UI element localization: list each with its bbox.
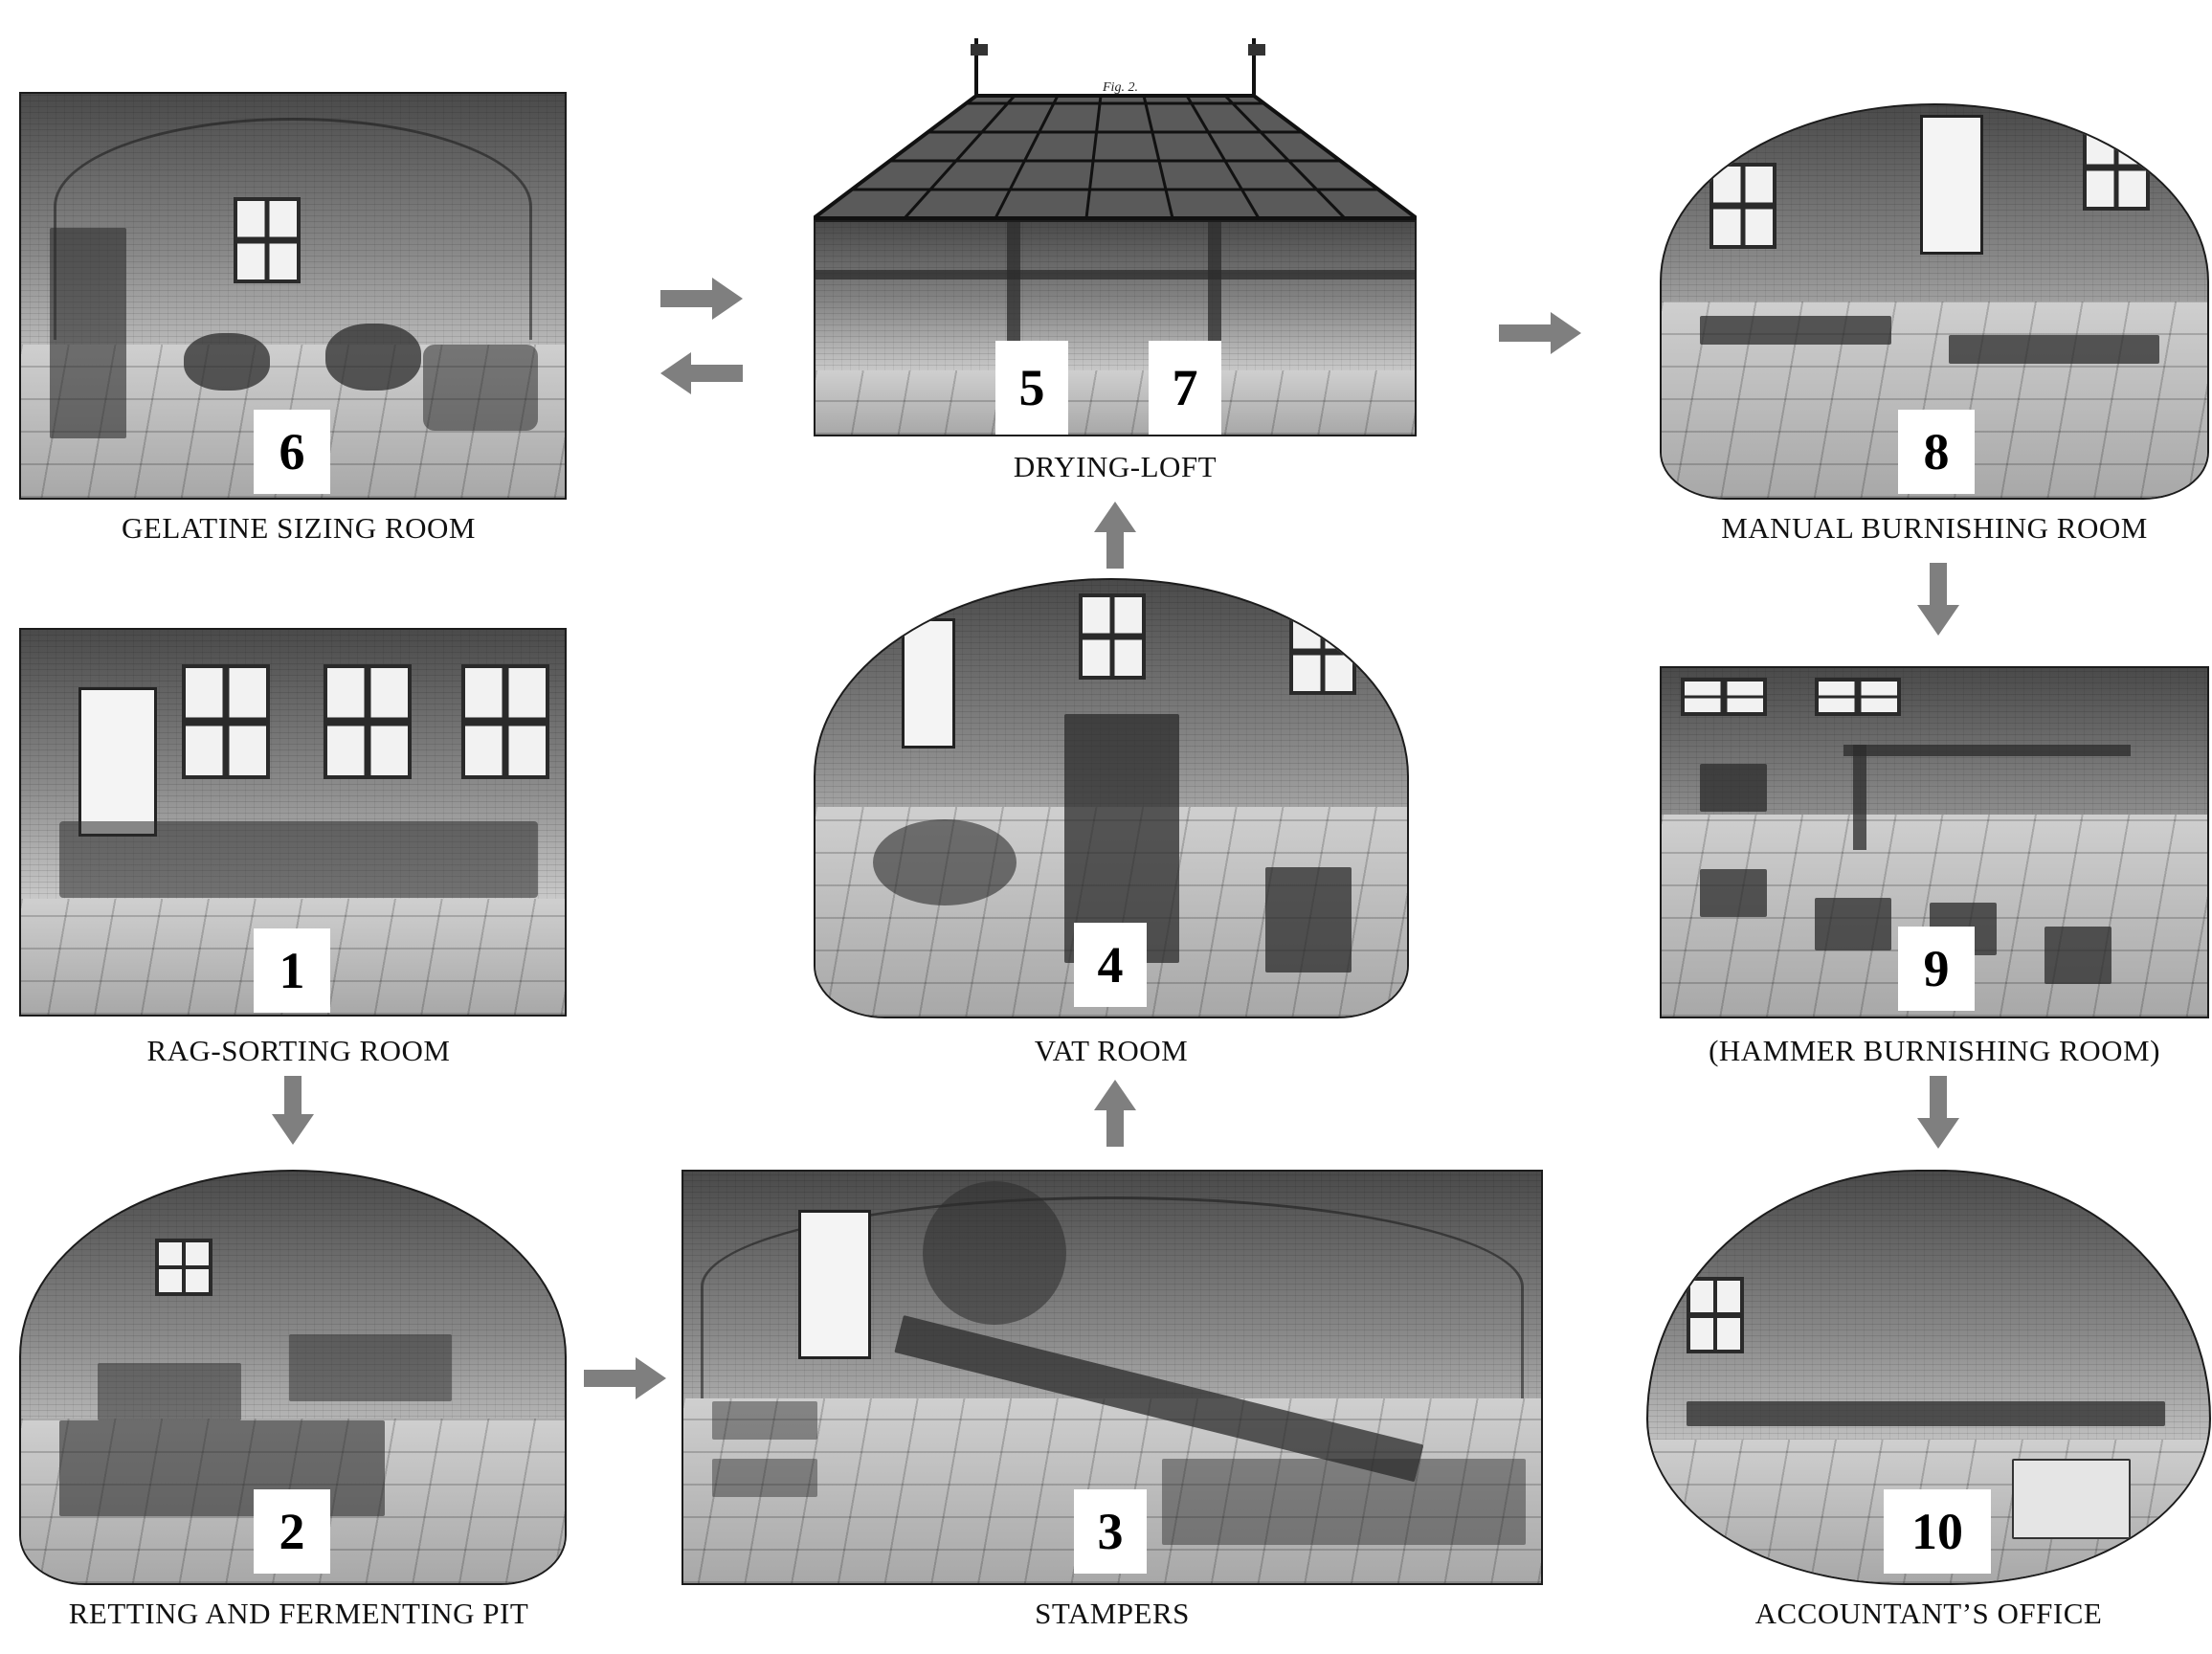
water-wheel <box>923 1181 1066 1325</box>
shelving <box>50 228 126 438</box>
room-number-badge: 4 <box>1074 923 1147 1007</box>
rag-sorting-room-engraving <box>19 628 567 1017</box>
room-caption: ACCOUNTANT’S OFFICE <box>1754 1597 2103 1630</box>
fermenting-pit <box>59 1420 385 1516</box>
retting-tank <box>289 1334 452 1401</box>
paper-stack <box>2012 1459 2131 1539</box>
sorting-table <box>59 821 538 898</box>
window <box>1289 609 1356 695</box>
anvil-block <box>1815 898 1891 950</box>
window <box>1681 678 1767 716</box>
arrow-up-icon <box>1094 502 1136 569</box>
arrow-right-icon <box>660 278 743 320</box>
room-number-badge: 2 <box>254 1489 330 1574</box>
retting-tank <box>98 1363 241 1420</box>
room-number-badge: 10 <box>1884 1489 1991 1574</box>
window <box>324 664 412 779</box>
trip-hammer-post <box>1853 745 1866 850</box>
arrow-down-icon <box>272 1076 314 1145</box>
burnishing-bench <box>1949 335 2159 364</box>
trip-hammer <box>1843 745 2131 756</box>
hand-press <box>1265 867 1352 972</box>
rag-trough <box>712 1401 817 1440</box>
arrow-right-icon <box>584 1357 666 1399</box>
room-caption: RETTING AND FERMENTING PIT <box>68 1597 529 1630</box>
figure-label: Fig. 2. <box>1103 80 1138 95</box>
room-number-badge: 9 <box>1898 927 1975 1011</box>
counting-table <box>1687 1401 2165 1426</box>
rag-trough <box>712 1459 817 1497</box>
vat-room-engraving <box>814 578 1409 1018</box>
sizing-vat <box>423 345 538 431</box>
room-caption: VAT ROOM <box>1034 1034 1189 1067</box>
arrow-down-icon <box>1917 1076 1959 1149</box>
room-number-badge: 1 <box>254 928 330 1013</box>
window <box>1687 1277 1744 1353</box>
arrow-up-icon <box>1094 1080 1136 1147</box>
room-caption: STAMPERS <box>1035 1597 1190 1630</box>
window <box>1709 163 1776 249</box>
window <box>182 664 270 779</box>
room-number-badge: 6 <box>254 410 330 494</box>
paper-vat <box>873 819 1017 905</box>
stampers-engraving <box>681 1170 1543 1585</box>
stamper-trough <box>1162 1459 1526 1545</box>
sizing-cauldron <box>325 324 421 391</box>
room-caption: RAG-SORTING ROOM <box>146 1034 451 1067</box>
anvil-block <box>1700 869 1767 917</box>
window <box>234 197 301 283</box>
doorway <box>1920 115 1983 255</box>
arrow-left-icon <box>660 352 743 394</box>
gelatine-sizing-room-engraving <box>19 92 567 500</box>
window <box>155 1239 212 1296</box>
window <box>1815 678 1901 716</box>
drying-loft-engraving <box>814 220 1417 436</box>
timber-beam <box>816 270 1415 279</box>
burnishing-bench <box>1700 316 1891 345</box>
room-number-badge: 8 <box>1898 410 1975 494</box>
sizing-cauldron <box>184 333 270 391</box>
arrow-down-icon <box>1917 563 1959 636</box>
room-number-badge: 5 <box>995 341 1068 435</box>
loft-floor <box>816 370 1415 435</box>
screw-press <box>1064 714 1179 963</box>
doorway <box>798 1210 871 1359</box>
room-caption: (HAMMER BURNISHING ROOM) <box>1709 1034 2160 1067</box>
window <box>1079 593 1146 680</box>
drying-loft-roof <box>814 38 1417 220</box>
vaulted-ceiling <box>700 1196 1525 1423</box>
room-caption: DRYING-LOFT <box>1013 450 1218 483</box>
arrow-right-icon <box>1499 312 1581 354</box>
anvil-block <box>1700 764 1767 812</box>
room-number-badge: 3 <box>1074 1489 1147 1574</box>
room-caption: MANUAL BURNISHING ROOM <box>1721 511 2148 545</box>
doorway <box>902 618 955 749</box>
anvil-block <box>2044 927 2111 984</box>
window <box>2083 124 2150 211</box>
doorway <box>78 687 157 837</box>
room-caption: GELATINE SIZING ROOM <box>122 511 476 545</box>
window <box>461 664 549 779</box>
room-number-badge: 7 <box>1149 341 1221 435</box>
